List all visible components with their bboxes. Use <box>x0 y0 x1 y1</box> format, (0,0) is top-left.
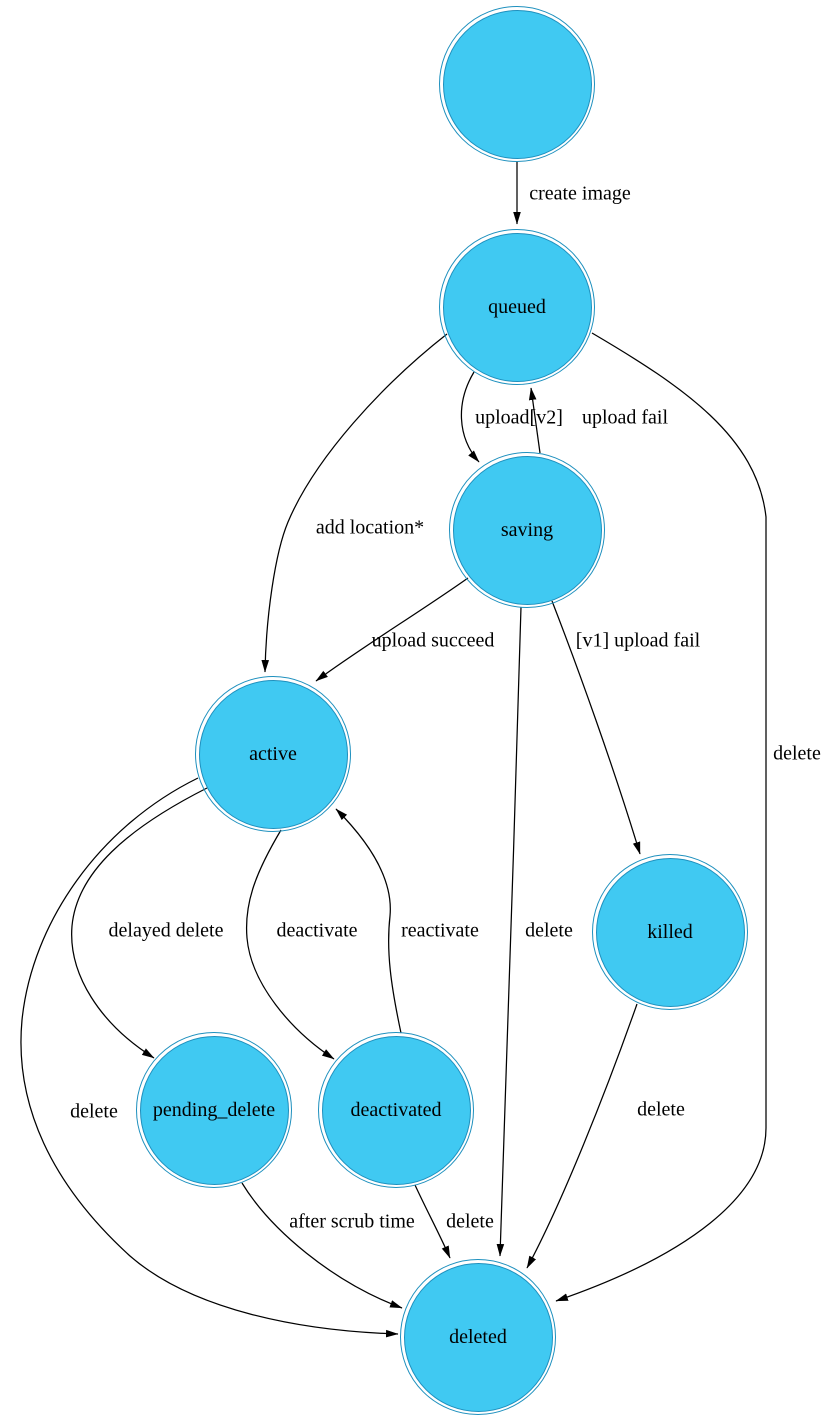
edge-label-v1-upload-fail: [v1] upload fail <box>575 629 701 652</box>
node-inner-circle: pending_delete <box>139 1035 289 1185</box>
node-label: pending_delete <box>152 1098 276 1121</box>
node-label: active <box>249 742 297 765</box>
edge-pending-delete-to-deleted <box>241 1182 403 1309</box>
edge-label-delayed-delete: delayed delete <box>108 919 224 942</box>
edge-saving-to-deleted <box>496 606 522 1257</box>
edge-label-create-image: create image <box>529 182 631 205</box>
edge-label-delete-queued: delete <box>773 742 821 765</box>
node-label: queued <box>488 295 546 318</box>
node-inner-circle: active <box>198 679 348 829</box>
edge-saving-to-queued <box>528 387 541 454</box>
edge-label-delete-deactivated: delete <box>446 1210 494 1233</box>
state-node-active: active <box>195 676 351 832</box>
edge-label-upload-fail: upload fail <box>581 406 669 429</box>
edge-label-upload-succeed: upload succeed <box>371 629 495 652</box>
state-node-deleted: deleted <box>400 1259 556 1415</box>
edge-queued-to-active <box>261 333 448 673</box>
edge-active-to-deleted <box>20 777 399 1338</box>
edge-saving-to-active <box>315 577 469 682</box>
edge-label-delete-active: delete <box>70 1100 118 1123</box>
node-label: saving <box>500 518 554 541</box>
edge-active-to-deactivated <box>245 829 335 1060</box>
node-label: killed <box>647 920 693 943</box>
edge-label-reactivate: reactivate <box>401 919 479 942</box>
state-node-queued: queued <box>439 229 595 385</box>
node-inner-circle: killed <box>595 857 745 1007</box>
edge-queued-to-deleted <box>555 332 767 1302</box>
edge-label-add-location: add location* <box>315 516 425 539</box>
node-inner-circle <box>442 9 592 159</box>
edge-label-deactivate: deactivate <box>276 919 358 942</box>
state-node-pending-delete: pending_delete <box>136 1032 292 1188</box>
node-inner-circle: deleted <box>403 1262 553 1412</box>
node-inner-circle: deactivated <box>321 1035 471 1185</box>
node-label: deactivated <box>350 1098 442 1121</box>
edge-label-after-scrub-time: after scrub time <box>289 1210 415 1233</box>
state-node-saving: saving <box>449 452 605 608</box>
node-inner-circle: queued <box>442 232 592 382</box>
node-inner-circle: saving <box>452 455 602 605</box>
state-node-deactivated: deactivated <box>318 1032 474 1188</box>
edge-label-upload-v2: upload[v2] <box>475 406 563 429</box>
state-node-killed: killed <box>592 854 748 1010</box>
edge-killed-to-deleted <box>526 1003 638 1269</box>
edge-saving-to-killed <box>551 600 641 855</box>
edge-label-delete-saving: delete <box>525 919 573 942</box>
edge-deactivated-to-active <box>335 808 402 1034</box>
edge-label-delete-killed: delete <box>637 1098 685 1121</box>
node-label: deleted <box>449 1325 507 1348</box>
edge-active-to-pending-delete <box>71 787 208 1059</box>
edge-queued-to-saving <box>460 371 480 463</box>
state-node-start <box>439 6 595 162</box>
edge-deactivated-to-deleted <box>414 1184 451 1259</box>
